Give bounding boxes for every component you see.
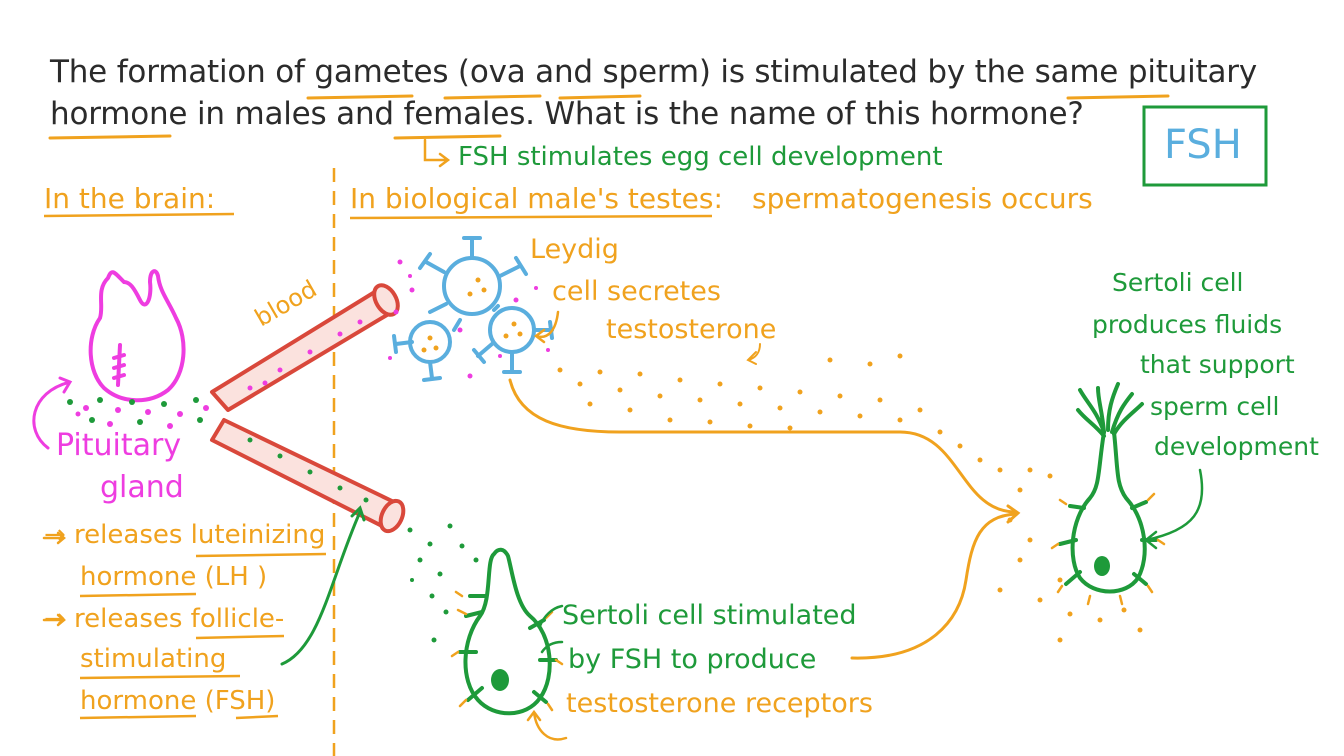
sertoli-bottom-label-2: by FSH to produce [568,644,817,675]
converging-arrows [508,378,1021,660]
sertoli-bottom-receptors [450,590,564,712]
sertoli-top-receptors [1050,492,1166,606]
fsh-pointer-arrow-icon [280,505,366,666]
testosterone-pointer-arrow-icon [746,343,761,365]
release-fsh-line-1: → releases follicle- [44,604,285,634]
note-arrow-icon [423,138,451,168]
sertoli-top-label-2: produces fluids [1092,310,1283,339]
leydig-label-3: testosterone [606,314,777,345]
sertoli-top-label-4: sperm cell [1150,392,1280,421]
sertoli-bottom-dots [407,523,479,643]
release-fsh-line-3: hormone (FSH) [80,686,276,716]
question-line-2: hormone in males and females. What is th… [50,96,1084,132]
brain-heading: In the brain: [44,182,216,215]
sertoli-top-label-3: that support [1140,350,1295,379]
brain-heading-underline [43,212,235,218]
testes-heading-underline [349,214,713,220]
question-underlines [48,94,1170,140]
leydig-outer-dots [388,259,550,379]
blood-vessel-icon [210,283,406,534]
sertoli-bottom-label-3: testosterone receptors [566,688,873,719]
sertoli-top-label-1: Sertoli cell [1112,268,1244,297]
release-underlines [79,552,327,720]
question-note: FSH stimulates egg cell development [458,142,943,172]
leydig-inner-dots [421,277,523,353]
leydig-cell-icon [392,236,554,382]
testes-heading-suffix: spermatogenesis occurs [752,182,1093,215]
pituitary-gland-icon [88,269,186,403]
leydig-pointer-arrow-icon [533,310,560,344]
hormone-dots [67,397,209,429]
question-line-1: The formation of gametes (ova and sperm)… [50,54,1257,90]
sertoli-top-label-5: development [1154,432,1319,461]
gland-pointer-arrow-icon [32,376,73,450]
testes-heading: In biological male's testes: [350,182,723,215]
sertoli-nucleus-bottom [491,669,509,691]
sertoli-bottom-label-1: Sertoli cell stimulated [562,600,857,631]
release-lh-line-1: → releases luteinizing [44,520,326,550]
gland-label-2: gland [100,470,184,505]
answer-box-frame [1142,105,1268,187]
receptor-pointer-arrows [538,604,564,654]
answer-text: FSH [1164,122,1242,168]
sertoli-top-pointer-arrow [1143,468,1204,550]
sertoli-cell-icon-bottom [458,547,558,716]
release-lh-line-2: hormone (LH ) [80,562,268,592]
gland-label-1: Pituitary [56,428,182,463]
leydig-label-1: Leydig [530,234,619,265]
leydig-label-2: cell secretes [552,276,721,307]
sertoli-nucleus-top [1094,556,1110,576]
release-fsh-line-2: stimulating [80,644,227,674]
receptor-pointer-orange [526,709,568,741]
release-arrows [42,531,66,627]
vessel-dots [247,319,369,503]
sertoli-cell-icon-top [1058,382,1158,594]
